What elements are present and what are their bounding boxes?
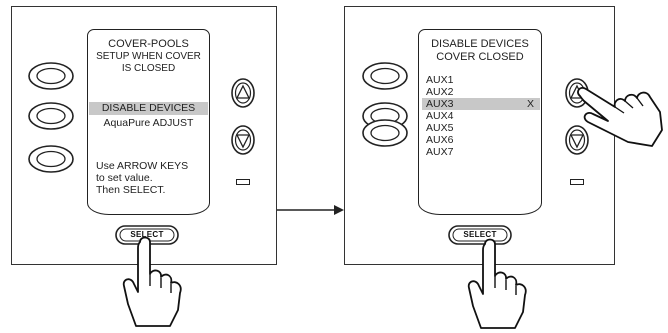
aux-label: AUX5 bbox=[426, 122, 454, 134]
right-status-indicator bbox=[570, 179, 584, 185]
select-button-outline bbox=[448, 225, 512, 245]
aux-item[interactable]: AUX7 bbox=[426, 146, 541, 158]
aux-item-selected[interactable]: AUX3 X bbox=[422, 98, 540, 110]
left-lcd-screen: COVER-POOLS SETUP WHEN COVER IS CLOSED D… bbox=[87, 29, 210, 215]
screen-title-1: DISABLE DEVICES bbox=[431, 38, 529, 50]
screen-line-1: COVER-POOLS bbox=[108, 38, 189, 50]
aux-item[interactable]: AUX4 bbox=[426, 110, 541, 122]
aux-label: AUX3 bbox=[426, 98, 454, 110]
screen-line-2: SETUP WHEN COVER bbox=[96, 51, 201, 62]
right-lcd-screen: DISABLE DEVICES COVER CLOSED AUX1 AUX2 A… bbox=[418, 29, 542, 215]
aux-label: AUX2 bbox=[426, 86, 454, 98]
select-label: SELECT bbox=[130, 230, 164, 239]
aux-label: AUX4 bbox=[426, 110, 454, 122]
down-arrow-icon[interactable] bbox=[565, 125, 589, 155]
screen-line-3: IS CLOSED bbox=[121, 63, 176, 74]
left-status-indicator bbox=[236, 179, 250, 185]
instruction-line-3: Then SELECT. bbox=[96, 184, 166, 196]
right-soft-button-3[interactable] bbox=[362, 119, 408, 147]
up-arrow-icon[interactable] bbox=[231, 78, 255, 108]
aux-item[interactable]: AUX1 bbox=[426, 74, 541, 86]
right-select-button[interactable]: SELECT bbox=[448, 225, 512, 245]
instruction-line-2: to set value. bbox=[96, 172, 153, 184]
left-soft-button-2[interactable] bbox=[28, 102, 74, 130]
select-label: SELECT bbox=[463, 230, 497, 239]
menu-item-disable-devices[interactable]: DISABLE DEVICES bbox=[89, 102, 208, 115]
aux-item[interactable]: AUX2 bbox=[426, 86, 541, 98]
select-button-outline bbox=[115, 225, 179, 245]
aux-label: AUX1 bbox=[426, 74, 454, 86]
menu-item-aquapure-adjust[interactable]: AquaPure ADJUST bbox=[103, 117, 194, 129]
aux-item[interactable]: AUX6 bbox=[426, 134, 541, 146]
instruction-line-1: Use ARROW KEYS bbox=[96, 160, 189, 172]
left-select-button[interactable]: SELECT bbox=[115, 225, 179, 245]
left-soft-button-1[interactable] bbox=[28, 62, 74, 90]
screen-title-2: COVER CLOSED bbox=[436, 51, 524, 63]
aux-label: AUX7 bbox=[426, 146, 454, 158]
aux-item[interactable]: AUX5 bbox=[426, 122, 541, 134]
disabled-mark: X bbox=[526, 98, 534, 110]
aux-label: AUX6 bbox=[426, 134, 454, 146]
down-arrow-icon[interactable] bbox=[231, 125, 255, 155]
right-soft-button-1[interactable] bbox=[362, 62, 408, 90]
left-soft-button-3[interactable] bbox=[28, 145, 74, 173]
